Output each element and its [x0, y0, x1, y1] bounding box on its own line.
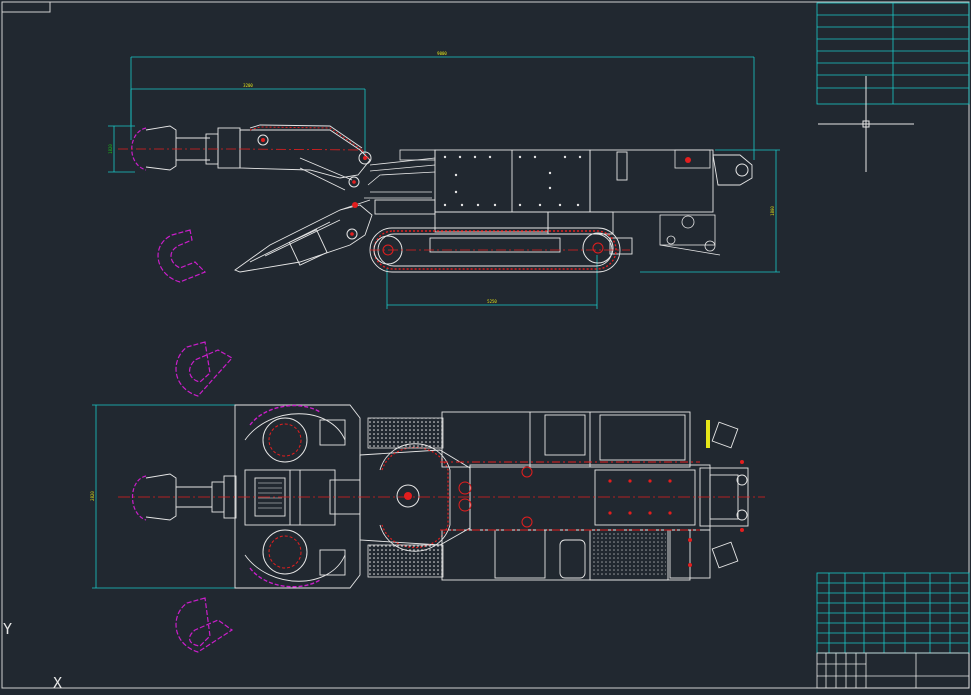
- plan-boom: [244, 469, 361, 526]
- radiator-grid: [592, 533, 666, 577]
- gathering-star-top: [249, 404, 321, 426]
- boom-grille: [258, 482, 282, 509]
- plan-view: 2820: [90, 341, 765, 653]
- gathering-star-right: [262, 529, 308, 575]
- body-bolts: [443, 155, 582, 207]
- plan-main-body: [441, 411, 711, 581]
- tail-highlight: [706, 420, 710, 448]
- ucs-y-label: Y: [3, 620, 12, 638]
- boom-cylinder: [364, 149, 436, 199]
- side-boom-stitch: [249, 126, 371, 161]
- title-block: [816, 572, 970, 654]
- machine-height-dimension: 1800: [770, 206, 775, 216]
- revision-table: [816, 2, 970, 105]
- boom-pivot-b: [358, 151, 372, 165]
- side-shovel: [234, 199, 373, 273]
- ucs-x-label: X: [53, 674, 62, 691]
- side-dimensions: [108, 56, 780, 309]
- gathering-star-left: [262, 417, 308, 463]
- left-crawler-track: [367, 417, 444, 449]
- side-boom: [239, 124, 371, 191]
- gathering-star-bottom: [249, 567, 321, 588]
- slew-bearing: [396, 484, 420, 508]
- boom-length-dimension: 3200: [243, 83, 253, 88]
- side-rear-details: [659, 149, 721, 256]
- cutter-profile-outline-1: [157, 229, 207, 283]
- conveyor-rollers: [608, 479, 672, 515]
- crosshair-cursor-icon: [818, 76, 914, 172]
- plan-width-dimension: 2820: [90, 491, 95, 501]
- plan-shovel: [234, 404, 361, 589]
- side-main-body: [374, 149, 753, 235]
- turntable-chain: [381, 447, 449, 548]
- side-elevation-view: 9000 3200 1820 1800 5250: [108, 51, 780, 309]
- cutter-profile-outline-2: [175, 341, 233, 397]
- plan-dimensions: [92, 404, 236, 589]
- boom-pivot-a: [257, 134, 269, 146]
- side-cutter-head: [145, 125, 241, 171]
- ucs-axis-icon: Y X: [3, 620, 62, 692]
- boom-pivot-c: [348, 176, 360, 188]
- conveyor-pivots: [458, 466, 533, 528]
- side-cutter-profile: [131, 127, 147, 171]
- overall-length-dimension: 9000: [437, 51, 447, 56]
- drive-sprocket: [582, 232, 614, 264]
- conveyor-chain: [440, 461, 700, 531]
- turntable: [359, 443, 471, 552]
- right-crawler-track: [367, 544, 444, 578]
- title-block-lower: [816, 652, 970, 689]
- cutter-profile-outline-3: [175, 597, 234, 653]
- cutter-height-dimension: 1820: [108, 144, 113, 154]
- track-length-dimension: 5250: [487, 299, 497, 304]
- rear-hitch-icon: [735, 163, 749, 177]
